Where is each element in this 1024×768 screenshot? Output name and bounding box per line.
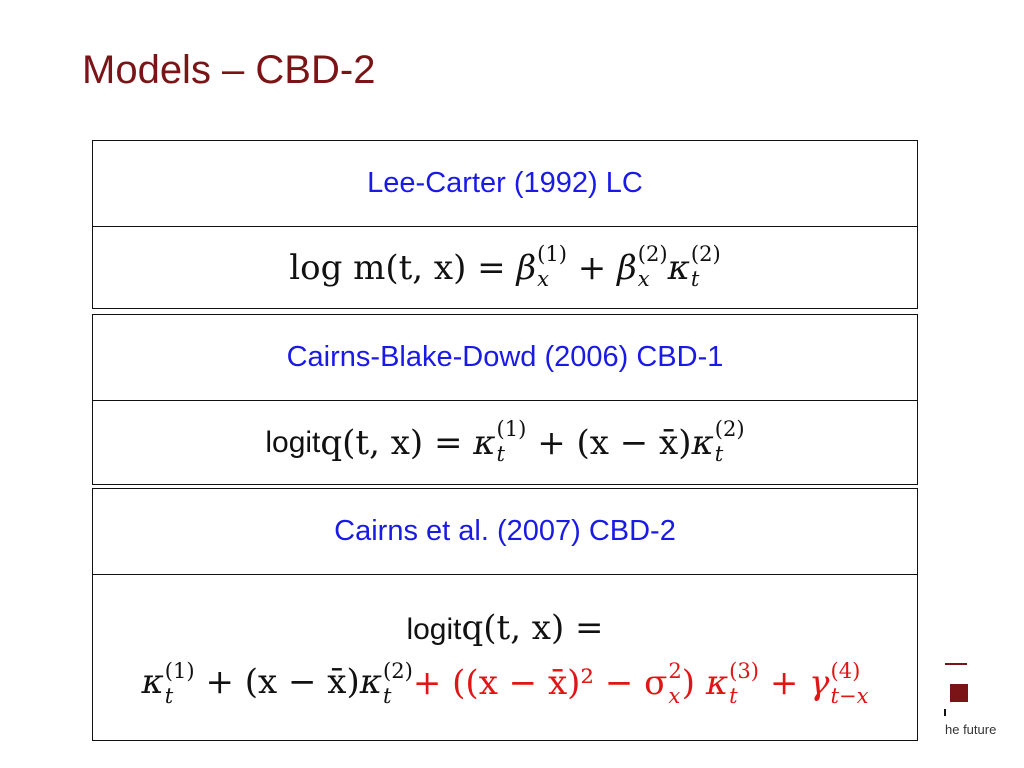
lee-carter-heading: Lee-Carter (1992) LC bbox=[367, 167, 643, 199]
cbd2-box: Cairns et al. (2007) CBD-2 logitq(t, x) … bbox=[92, 488, 918, 741]
logo-line bbox=[945, 663, 967, 665]
slide-title: Models – CBD-2 bbox=[82, 48, 376, 92]
lee-carter-box: Lee-Carter (1992) LC log m(t, x) = β(1)x… bbox=[92, 140, 918, 309]
cbd1-logit: logit bbox=[265, 425, 321, 459]
lc-beta-1: β bbox=[516, 247, 537, 288]
logo-tick bbox=[944, 709, 946, 716]
cbd2-script-2: (2)t bbox=[383, 658, 413, 708]
lc-script-2: (2)x bbox=[637, 241, 668, 291]
cbd2-script-1: (1)t bbox=[164, 658, 195, 708]
lc-beta-2: β bbox=[617, 247, 637, 288]
cbd2-equation-line-1: logitq(t, x) = bbox=[406, 608, 603, 648]
cbd2-kappa-2: κ bbox=[359, 662, 383, 703]
cbd2-heading: Cairns et al. (2007) CBD-2 bbox=[334, 515, 676, 547]
lc-lhs: log m(t, x) = bbox=[289, 247, 506, 288]
cbd1-lhs: q(t, x) = bbox=[320, 422, 463, 463]
cbd1-kappa-1: κ bbox=[473, 422, 496, 463]
cbd2-logit: logit bbox=[406, 613, 462, 647]
cbd2-equation: logitq(t, x) = κ(1)t + (x − x̄)κ(2)t+ ((… bbox=[93, 574, 917, 740]
cbd2-lhs: q(t, x) = bbox=[461, 608, 604, 649]
lc-kappa: κ bbox=[667, 247, 690, 288]
lc-plus: + bbox=[577, 247, 607, 288]
lc-script-3: (2)t bbox=[690, 241, 721, 291]
lc-script-1: (1)x bbox=[537, 241, 567, 291]
cbd1-script-2: (2)t bbox=[714, 416, 745, 466]
logo-square-icon bbox=[950, 684, 968, 702]
cbd1-heading: Cairns-Blake-Dowd (2006) CBD-1 bbox=[286, 341, 724, 373]
cbd2-kappa-1: κ bbox=[141, 662, 164, 703]
footer-tagline: he future bbox=[945, 722, 997, 737]
cbd1-kappa-2: κ bbox=[691, 422, 714, 463]
cbd2-middle: + (x − x̄) bbox=[205, 662, 360, 703]
cbd1-script-1: (1)t bbox=[496, 416, 527, 466]
cbd1-middle: + (x − x̄) bbox=[537, 422, 692, 463]
